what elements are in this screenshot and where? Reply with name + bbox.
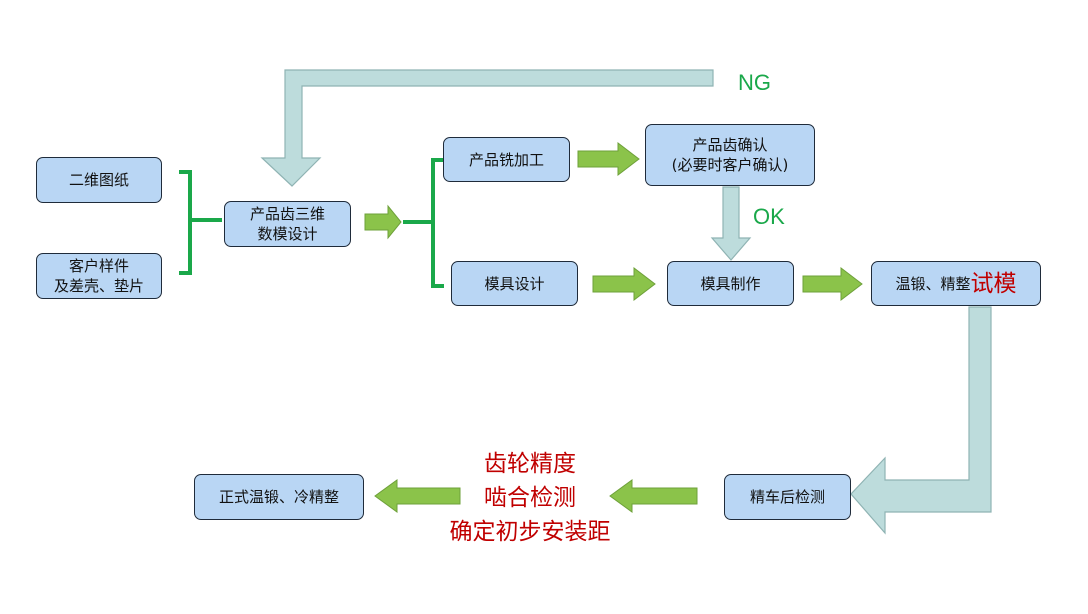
green-arrows xyxy=(364,141,863,513)
ng-feedback-arrow xyxy=(260,69,714,187)
box-mold-making: 模具制作 xyxy=(667,261,794,306)
arrow-milling-to-confirm xyxy=(577,141,640,177)
box-customer-sample: 客户样件 及差壳、垫片 xyxy=(36,253,162,299)
box-trial-mold-emphasis: 试模 xyxy=(970,270,1017,297)
arrow-making-to-trial xyxy=(802,266,863,302)
box-3d-model-line1: 产品齿三维 xyxy=(249,205,325,223)
box-mold-design-label: 模具设计 xyxy=(484,274,545,293)
ng-label: NG xyxy=(738,70,771,95)
arrow-3d-to-bracket xyxy=(364,204,402,240)
box-trial-mold-prefix: 温锻、精整 xyxy=(895,274,971,293)
inspection-notes: 齿轮精度 啮合检测 确定初步安装距 xyxy=(420,446,640,548)
ok-label: OK xyxy=(753,204,785,229)
note-gear-precision: 齿轮精度 xyxy=(484,450,576,476)
box-formal-forging: 正式温锻、冷精整 xyxy=(194,474,364,520)
ok-down-arrow xyxy=(710,186,752,261)
box-tooth-confirm: 产品齿确认 (必要时客户确认) xyxy=(645,124,815,186)
box-3d-model-design: 产品齿三维 数模设计 xyxy=(224,201,351,247)
trial-to-inspection-arrow xyxy=(850,306,992,535)
box-3d-model-line2: 数模设计 xyxy=(257,225,318,243)
bracket-right xyxy=(403,158,444,288)
box-tooth-confirm-line1: 产品齿确认 xyxy=(692,136,768,154)
note-mesh-detection: 啮合检测 xyxy=(484,484,576,510)
box-mold-design: 模具设计 xyxy=(451,261,578,306)
arrow-design-to-making xyxy=(592,266,656,302)
box-customer-sample-line1: 客户样件 xyxy=(68,257,129,275)
note-mounting-distance: 确定初步安装距 xyxy=(449,518,611,544)
arrow-notes-to-final xyxy=(374,479,461,513)
box-tooth-confirm-line2: (必要时客户确认) xyxy=(671,156,789,174)
box-product-milling-label: 产品铣加工 xyxy=(468,150,544,169)
box-customer-sample-line2: 及差壳、垫片 xyxy=(53,277,144,295)
box-formal-forging-label: 正式温锻、冷精整 xyxy=(218,488,339,506)
box-product-milling: 产品铣加工 xyxy=(443,137,570,182)
box-finishing-inspection-label: 精车后检测 xyxy=(749,488,825,506)
box-2d-drawing-label: 二维图纸 xyxy=(68,171,129,189)
bracket-left xyxy=(179,170,222,275)
box-trial-mold: 温锻、精整试模 xyxy=(871,261,1041,306)
arrow-inspection-to-notes xyxy=(609,479,698,513)
box-mold-making-label: 模具制作 xyxy=(700,274,761,293)
box-finishing-inspection: 精车后检测 xyxy=(724,474,851,520)
box-2d-drawing: 二维图纸 xyxy=(36,157,162,203)
